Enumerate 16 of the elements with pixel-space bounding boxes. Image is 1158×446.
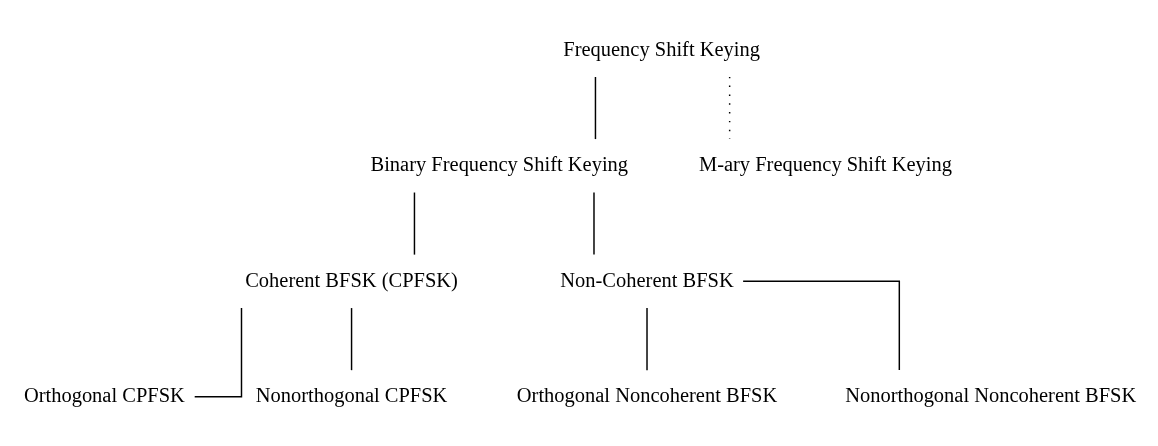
connector: [413, 191, 416, 255]
node-text: Binary Frequency Shift Keying: [370, 152, 629, 175]
connector: [593, 191, 595, 255]
connector: [742, 280, 901, 371]
connector: [350, 306, 353, 371]
connector: [646, 306, 648, 371]
node-text: M-ary Frequency Shift Keying: [698, 152, 952, 175]
node-text: Orthogonal CPFSK: [23, 383, 185, 406]
node-text: Nonorthogonal Noncoherent BFSK: [845, 383, 1137, 406]
node-text: Coherent BFSK (CPFSK): [245, 268, 458, 291]
node-text: Frequency Shift Keying: [563, 37, 760, 60]
node-text: Non-Coherent BFSK: [560, 268, 734, 291]
connector: [193, 306, 243, 398]
node-text: Nonorthogonal CPFSK: [255, 383, 448, 406]
connector: [594, 75, 597, 140]
node-text: Orthogonal Noncoherent BFSK: [516, 383, 778, 406]
